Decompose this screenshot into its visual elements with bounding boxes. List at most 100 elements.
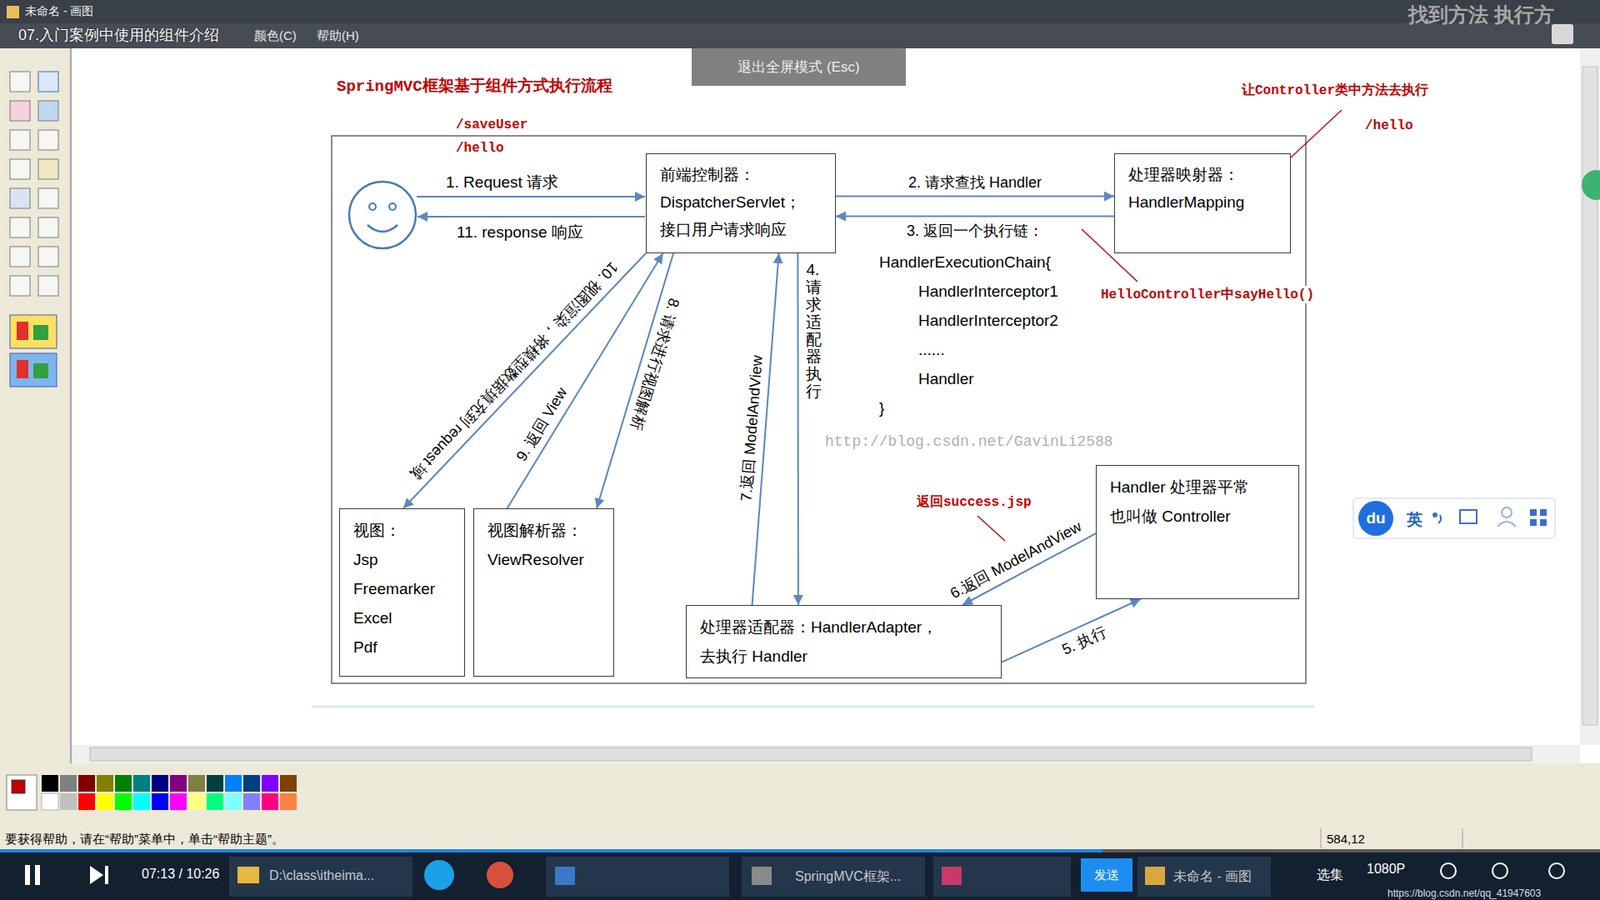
swatch	[41, 775, 59, 792]
label-slot: 颜色(C)	[254, 28, 297, 45]
tool-icon	[10, 246, 30, 267]
taskbar-button	[229, 856, 413, 897]
edge-label-slot: 3. 返回一个执行链：	[905, 220, 1045, 241]
swatch	[151, 775, 169, 792]
scroll-thumb	[90, 747, 1532, 761]
flow-step-label: 11. response 响应	[456, 221, 584, 244]
blog-watermark: https://blog.csdn.net/qq_41947603	[1387, 887, 1541, 900]
swatch	[115, 793, 132, 810]
label-slot: /hello	[454, 140, 506, 156]
swatch	[78, 793, 95, 810]
url-path: /saveUser	[454, 117, 530, 133]
tool-option-mark	[16, 360, 29, 379]
label-slot: 返回success.jsp	[915, 493, 1034, 511]
tool-icon	[38, 100, 59, 121]
label-slot: HandlerInterceptor2	[918, 311, 1059, 330]
flow-arrow	[796, 253, 800, 605]
swatch	[41, 793, 59, 810]
annotation: 让Controller类中方法去执行	[1240, 81, 1430, 100]
settings-icon	[1440, 863, 1456, 879]
label-slot: 11. response 响应	[456, 221, 584, 244]
label-slot: /hello	[1363, 117, 1415, 134]
edge-label-slot: 2. 请求查找 Handler	[906, 172, 1044, 193]
edge-label-slot: 8. 请求进行视图解析	[625, 295, 685, 435]
video-overlay-text: 找到方法 执行方	[1408, 1, 1555, 29]
toolbox	[0, 48, 72, 764]
box-text: 处理器适配器：HandlerAdapter，	[700, 612, 991, 642]
status-bar	[0, 826, 1600, 850]
taskbar-button	[1137, 856, 1271, 897]
step-label: 4. 请求适配器执行	[805, 261, 822, 401]
title-bar	[0, 0, 1600, 49]
swatch	[243, 775, 260, 792]
pause-icon	[25, 865, 30, 885]
tool-icon	[38, 217, 59, 238]
video-time: 07:13 / 10:26	[141, 866, 220, 882]
tool-icon	[38, 71, 59, 92]
menu-bar	[0, 23, 1600, 49]
chain-text: HandlerInterceptor1	[918, 282, 1059, 301]
label-slot: SpringMVC框架...	[795, 868, 901, 886]
label-slot: Handler	[918, 370, 975, 389]
label-slot: 未命名 - 画图	[1173, 868, 1252, 886]
window-title: 未命名 - 画图	[25, 4, 94, 20]
component-box: Handler 处理器平常 也叫做 Controller	[1095, 465, 1300, 600]
url-path: /hello	[454, 140, 506, 156]
ime-icon	[1530, 509, 1537, 516]
flow-arrow	[403, 253, 646, 509]
tool-icon	[10, 130, 30, 150]
scroll-thumb	[1582, 66, 1598, 725]
taskbar-button	[741, 856, 925, 897]
swatch	[96, 775, 114, 792]
status-text: 要获得帮助，请在“帮助”菜单中，单击“帮助主题”。	[5, 831, 285, 848]
chain-text: ......	[918, 340, 945, 360]
quality-button: 1080P	[1366, 861, 1405, 877]
floating-widget	[1581, 170, 1600, 200]
menu-item: 帮助(H)	[316, 28, 360, 45]
edge-label-slot: 9. 返回 View	[510, 382, 574, 467]
ime-icon	[1530, 519, 1537, 526]
taskbar-button	[545, 856, 730, 897]
label-slot: du	[1358, 500, 1394, 536]
fullscreen-hint: 退出全屏模式 (Esc)	[691, 48, 906, 86]
app-icon	[941, 866, 962, 885]
ime-icon	[1460, 510, 1477, 524]
swatch	[96, 793, 114, 810]
step-label: 7.返回 ModelAndView	[735, 352, 768, 504]
swatch	[170, 775, 187, 792]
app-icon	[751, 866, 772, 885]
status-separator	[1320, 828, 1322, 849]
swatch	[60, 793, 77, 810]
tool-icon	[38, 188, 59, 209]
flow-arrow	[1001, 599, 1141, 663]
palette-panel	[0, 763, 1600, 827]
foreground-color	[11, 780, 25, 794]
tool-icon	[38, 159, 59, 180]
chain-text: Handler	[918, 370, 975, 389]
label-slot: 1. Request 请求	[445, 171, 559, 194]
ime-toolbar	[1353, 498, 1555, 539]
app-icon	[555, 866, 575, 885]
swatch	[188, 775, 205, 792]
label-slot: /saveUser	[454, 116, 530, 133]
swatch	[261, 775, 279, 792]
tool-option	[10, 353, 57, 387]
taskbar-item: D:\class\itheima...	[269, 868, 375, 884]
flow-arrow	[835, 215, 1115, 218]
menu-item: 颜色(C)	[254, 28, 297, 45]
step-label: 2. 请求查找 Handler	[906, 172, 1044, 193]
player-icon	[1549, 863, 1565, 879]
swatch	[261, 793, 279, 810]
box-text: 视图解析器：	[487, 515, 604, 545]
swatch	[206, 793, 224, 810]
label-slot: 发送	[1080, 858, 1133, 892]
label-slot: }	[879, 399, 885, 418]
label-slot: 帮助(H)	[316, 28, 360, 45]
flow-arrow	[835, 195, 1115, 198]
tool-option-mark	[33, 363, 49, 379]
annotation: 返回success.jsp	[915, 493, 1034, 511]
swatch	[225, 775, 242, 792]
component-box: 视图解析器：ViewResolver	[473, 508, 615, 677]
